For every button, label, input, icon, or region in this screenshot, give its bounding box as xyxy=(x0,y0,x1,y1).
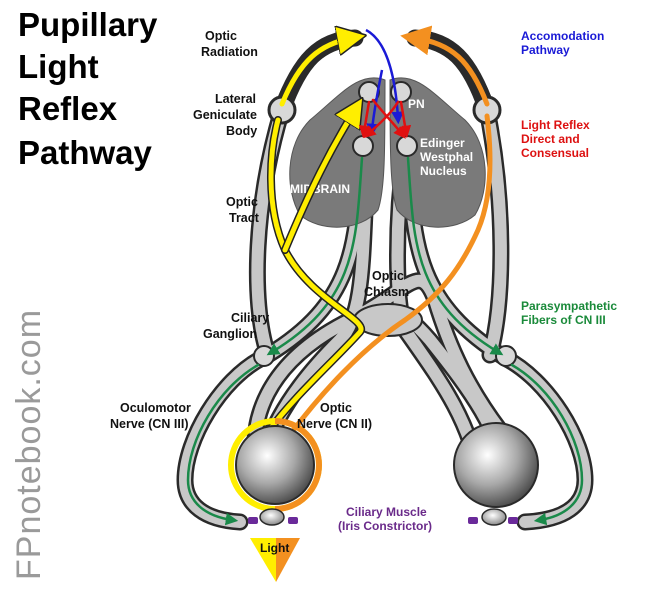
title-line-1: Pupillary xyxy=(18,6,158,43)
accommodation-path xyxy=(289,25,493,435)
oculomotor-label-2: Nerve (CN III) xyxy=(110,417,189,431)
light-reflex-path xyxy=(264,38,361,436)
right-eye xyxy=(453,422,539,526)
optic-tract-label-1: Optic xyxy=(226,195,258,209)
lgb-label-1: Lateral xyxy=(215,92,256,106)
ciliary-muscle-label-2: (Iris Constrictor) xyxy=(338,519,432,533)
optic-nerve-label-1: Optic xyxy=(320,401,352,415)
optic-radiation-label-1: Optic xyxy=(205,29,237,43)
title-line-2: Light xyxy=(18,48,99,85)
right-ew-nucleus xyxy=(396,135,418,157)
left-ciliary-muscle-b xyxy=(288,517,298,524)
lgb-label-2: Geniculate xyxy=(193,108,257,122)
oculomotor-label-1: Oculomotor xyxy=(120,401,191,415)
parasympathetic-label-2: Fibers of CN III xyxy=(521,313,606,327)
optic-nerve-label-2: Nerve (CN II) xyxy=(297,417,372,431)
accommodation-label-2: Pathway xyxy=(521,43,570,57)
pn-label: PN xyxy=(408,97,425,111)
accommodation-label-1: Accomodation xyxy=(521,29,604,43)
accommodation-arrow-2 xyxy=(366,69,384,137)
parasympathetic-label-1: Parasympathetic xyxy=(521,299,617,313)
ew-label-1: Edinger xyxy=(420,136,465,150)
ew-label-2: Westphal xyxy=(420,150,473,164)
title-line-3: Reflex xyxy=(18,90,118,127)
right-ciliary-ganglion xyxy=(495,345,517,367)
right-ciliary-muscle-b xyxy=(508,517,518,524)
optic-tract-label-2: Tract xyxy=(229,211,260,225)
light-label: Light xyxy=(260,541,289,555)
light-reflex-label-2: Direct and xyxy=(521,132,580,146)
light-source: Light xyxy=(250,538,300,582)
right-ciliary-muscle-a xyxy=(468,517,478,524)
ciliary-ganglion-label-2: Ganglion xyxy=(203,327,257,341)
light-reflex-label-1: Light Reflex xyxy=(521,118,590,132)
optic-chiasm-label-2: Chiasm xyxy=(364,285,409,299)
optic-radiation-label-2: Radiation xyxy=(201,45,258,59)
left-ciliary-ganglion xyxy=(253,345,275,367)
midbrain-label: MIDBRAIN xyxy=(290,182,350,196)
parasympathetic-fibers xyxy=(186,156,584,526)
lgb-label-3: Body xyxy=(226,124,257,138)
ciliary-muscle-label-1: Ciliary Muscle xyxy=(346,505,427,519)
title-line-4: Pathway xyxy=(18,134,153,171)
left-lateral-geniculate-body xyxy=(267,95,297,125)
light-reflex-label-3: Consensual xyxy=(521,146,589,160)
watermark: FPnotebook.com xyxy=(10,309,48,580)
ew-label-3: Nucleus xyxy=(420,164,467,178)
optic-chiasm-label-1: Optic xyxy=(372,269,404,283)
light-reflex-arrows xyxy=(358,98,412,139)
left-ciliary-muscle-a xyxy=(248,517,258,524)
ciliary-ganglion-label-1: Ciliary xyxy=(231,311,269,325)
left-eye xyxy=(228,418,322,526)
left-ew-nucleus xyxy=(352,135,374,157)
